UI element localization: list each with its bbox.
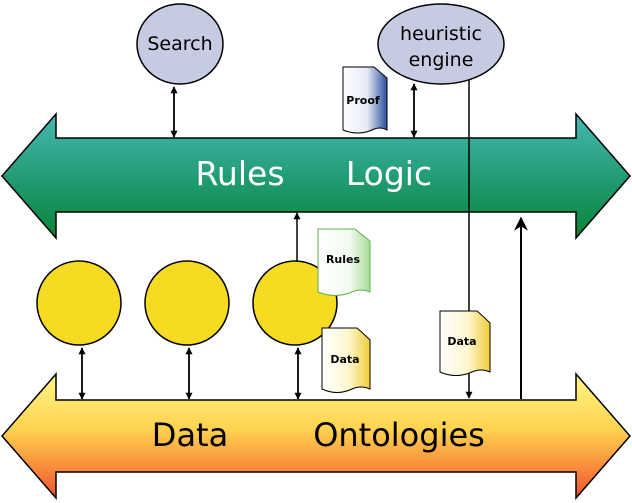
rules-document: Rules xyxy=(317,228,371,296)
bottom-band-arrow xyxy=(1,371,631,501)
data-source-circle-1 xyxy=(36,260,122,346)
search-node-label: Search xyxy=(147,33,212,55)
data-document-left-label: Data xyxy=(330,353,359,366)
proof-document: Proof xyxy=(342,66,388,134)
rules-document-label: Rules xyxy=(326,253,361,266)
top-band-label-logic: Logic xyxy=(346,154,432,193)
top-band-label-rules: Rules xyxy=(195,154,284,193)
data-source-circle-3 xyxy=(252,260,338,346)
search-node xyxy=(136,3,224,85)
data-document-right: Data xyxy=(439,310,491,376)
top-band-arrow xyxy=(1,111,631,241)
data-document-right-label: Data xyxy=(447,335,476,348)
bottom-band-label-data: Data xyxy=(152,416,228,454)
data-source-circle-2 xyxy=(144,260,230,346)
heuristic-engine-label-line2: engine xyxy=(409,49,474,71)
heuristic-engine-node xyxy=(377,3,505,85)
heuristic-engine-label-line1: heuristic xyxy=(400,23,482,45)
proof-document-label: Proof xyxy=(346,94,380,107)
data-document-left: Data xyxy=(321,327,371,393)
bottom-band-label-ontologies: Ontologies xyxy=(313,416,485,454)
